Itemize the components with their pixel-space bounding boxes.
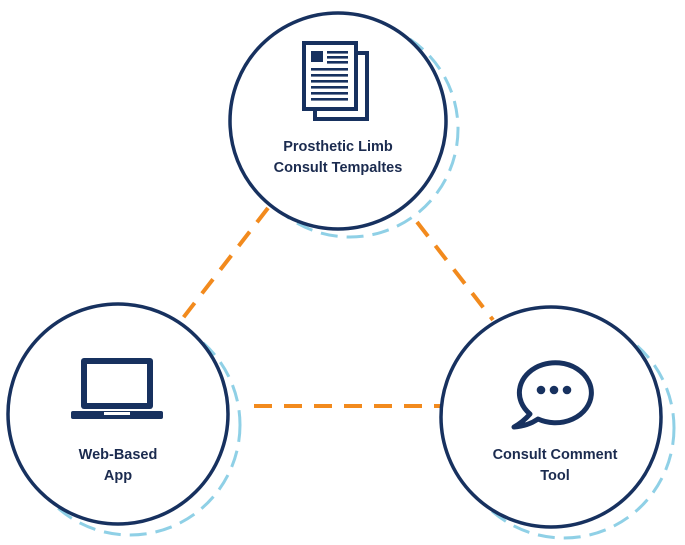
node-comment-label-line1: Consult Comment bbox=[493, 447, 618, 463]
node-templates-label-line1: Prosthetic Limb bbox=[283, 139, 393, 155]
connector-templates-webapp bbox=[181, 206, 270, 320]
node-templates-label-line2: Consult Tempaltes bbox=[274, 160, 403, 176]
connector-templates-comment bbox=[415, 220, 495, 322]
node-comment: Consult Comment Tool bbox=[439, 305, 676, 540]
chat-bubble-icon bbox=[511, 360, 594, 430]
node-webapp: Web-Based App bbox=[6, 302, 242, 537]
laptop-icon bbox=[71, 358, 163, 419]
connectors bbox=[181, 206, 495, 408]
node-webapp-label-line1: Web-Based bbox=[79, 447, 158, 463]
node-templates: Prosthetic Limb Consult Tempaltes bbox=[228, 11, 460, 239]
node-comment-label-line2: Tool bbox=[540, 468, 570, 484]
document-icon bbox=[302, 41, 369, 121]
node-webapp-label-line2: App bbox=[104, 468, 132, 484]
